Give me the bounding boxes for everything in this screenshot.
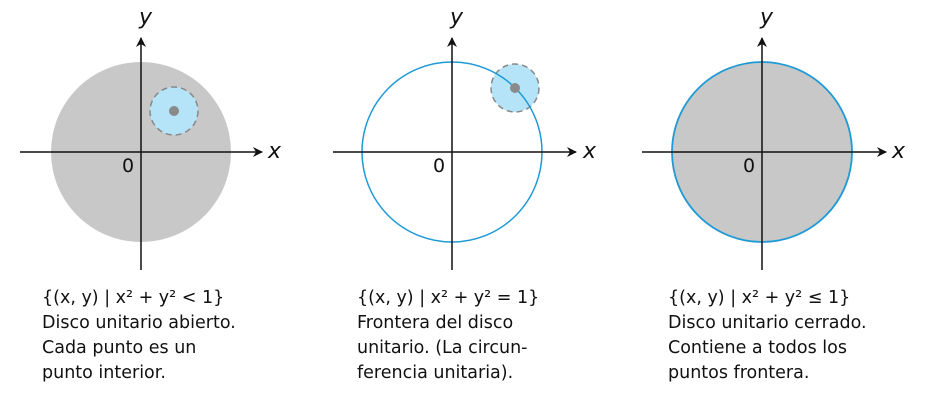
x-axis-label: x <box>267 139 282 164</box>
origin-label: 0 <box>122 155 134 177</box>
description-line: ferencia unitaria). <box>357 363 514 383</box>
description-line: puntos frontera. <box>668 363 810 383</box>
description-line: punto interior. <box>42 363 166 383</box>
description-line: Contiene a todos los <box>668 338 847 358</box>
panel-boundary: x y 0 <box>333 5 597 270</box>
set-notation: {(x, y) | x² + y² < 1} <box>42 288 225 308</box>
y-axis-label: y <box>759 5 774 30</box>
description-line: Disco unitario abierto. <box>42 313 236 333</box>
caption-boundary: {(x, y) | x² + y² = 1} Frontera del disc… <box>357 286 539 386</box>
boundary-point <box>510 83 520 93</box>
description-line: Disco unitario cerrado. <box>668 313 867 333</box>
caption-open-disk: {(x, y) | x² + y² < 1} Disco unitario ab… <box>42 286 236 386</box>
y-axis-label: y <box>449 5 464 30</box>
origin-label: 0 <box>743 155 755 177</box>
x-axis-label: x <box>582 139 597 164</box>
set-notation: {(x, y) | x² + y² = 1} <box>357 288 540 308</box>
description-line: Cada punto es un <box>42 338 197 358</box>
description-line: Frontera del disco <box>357 313 514 333</box>
set-notation: {(x, y) | x² + y² ≤ 1} <box>668 288 851 308</box>
caption-closed-disk: {(x, y) | x² + y² ≤ 1} Disco unitario ce… <box>668 286 867 386</box>
x-axis-label: x <box>891 139 906 164</box>
origin-label: 0 <box>433 155 445 177</box>
y-axis-label: y <box>138 5 153 30</box>
panel-open-disk: x y 0 <box>20 5 282 270</box>
description-line: unitario. (La circun- <box>357 338 528 358</box>
interior-point <box>169 106 179 116</box>
panel-closed-disk: x y 0 <box>642 5 906 270</box>
